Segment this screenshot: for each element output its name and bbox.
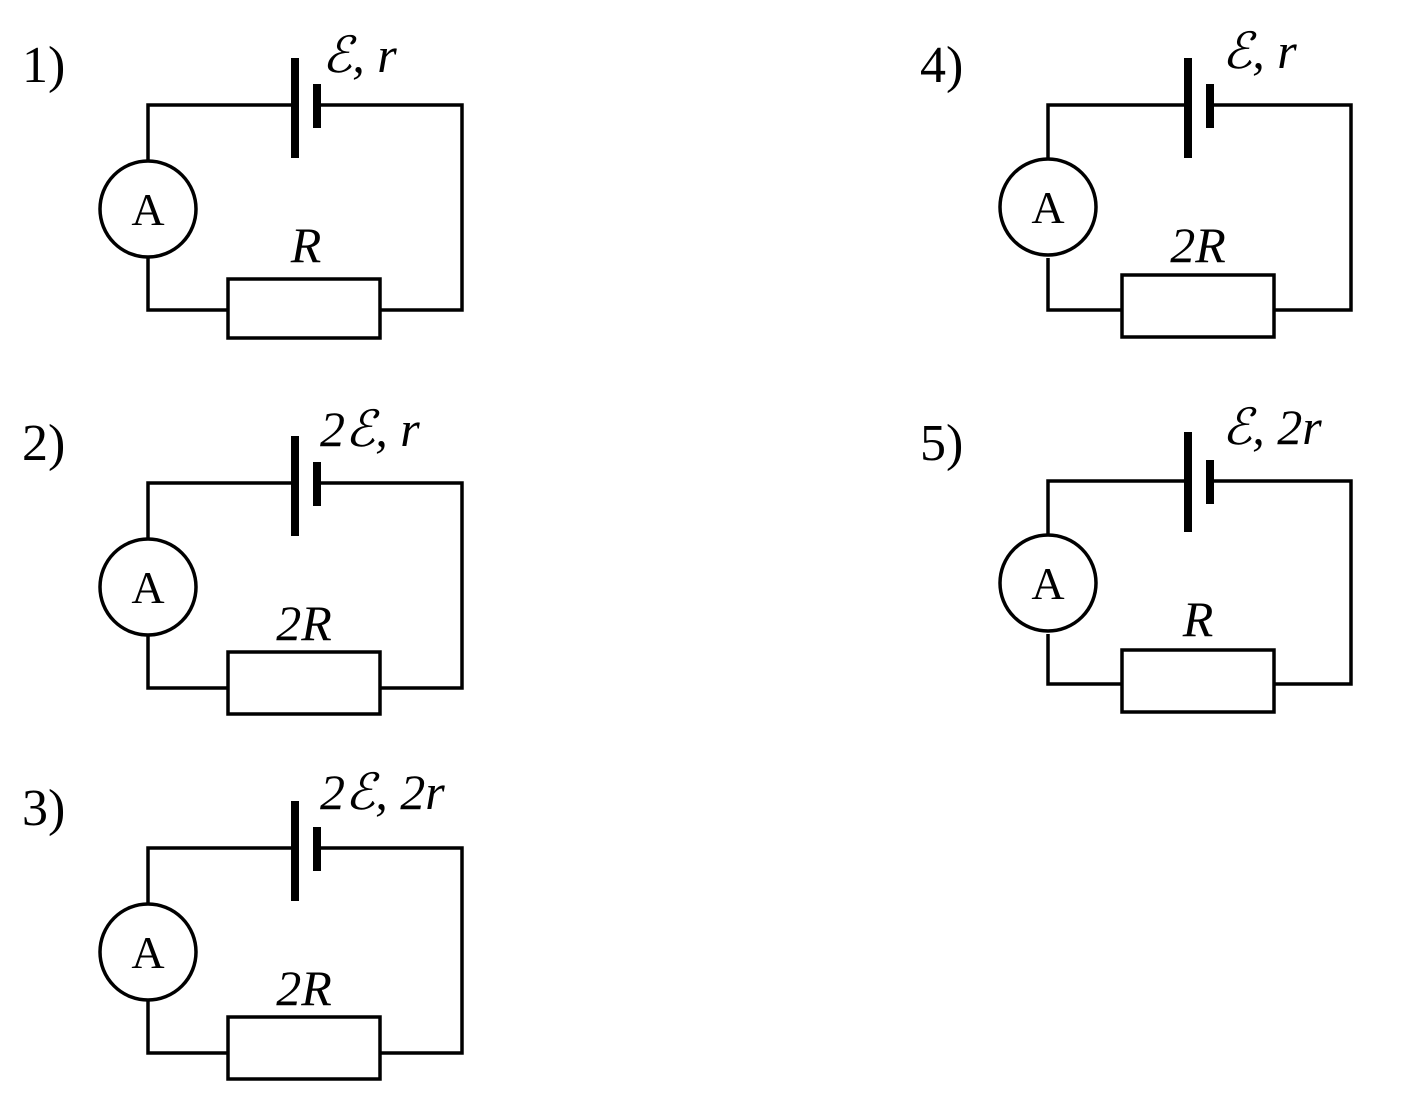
resistor	[1120, 648, 1276, 714]
ammeter	[98, 159, 198, 259]
wire	[1046, 479, 1353, 686]
ammeter	[98, 902, 198, 1002]
ammeter	[998, 157, 1098, 257]
resistor-label: 2R	[1170, 217, 1226, 273]
ammeter-symbol: A	[131, 562, 164, 613]
wire	[146, 846, 464, 1055]
source-label: ℰ, r	[1222, 23, 1297, 79]
resistor	[1120, 273, 1276, 339]
circuit-number: 3)	[22, 780, 65, 837]
ammeter	[98, 537, 198, 637]
circuit-4: 4) A ℰ, r 2R	[920, 23, 1353, 339]
source-label: 2ℰ, 2r	[320, 764, 445, 820]
resistor-label: R	[290, 217, 322, 273]
circuit-number: 5)	[920, 415, 963, 472]
circuit-1: 1) A ℰ, r R	[22, 27, 464, 340]
wire	[146, 481, 464, 690]
wire	[146, 103, 464, 312]
ammeter-symbol: A	[131, 927, 164, 978]
circuit-number: 2)	[22, 415, 65, 472]
resistor	[226, 277, 382, 340]
circuit-5: 5) A ℰ, 2r R	[920, 399, 1353, 714]
resistor	[226, 650, 382, 716]
resistor-label: R	[1182, 591, 1214, 647]
source-label: 2ℰ, r	[320, 401, 420, 457]
ammeter-symbol: A	[1031, 182, 1064, 233]
resistor-label: 2R	[276, 960, 332, 1016]
source-label: ℰ, 2r	[1222, 399, 1322, 455]
circuit-3: 3) A 2ℰ, 2r 2R	[22, 764, 464, 1081]
resistor-label: 2R	[276, 595, 332, 651]
wire	[1046, 103, 1353, 312]
ammeter-symbol: A	[1031, 558, 1064, 609]
circuit-number: 4)	[920, 37, 963, 94]
resistor	[226, 1015, 382, 1081]
ammeter-symbol: A	[131, 184, 164, 235]
source-label: ℰ, r	[322, 27, 397, 83]
circuit-number: 1)	[22, 37, 65, 94]
ammeter	[998, 533, 1098, 633]
circuit-2: 2) A 2ℰ, r 2R	[22, 401, 464, 716]
